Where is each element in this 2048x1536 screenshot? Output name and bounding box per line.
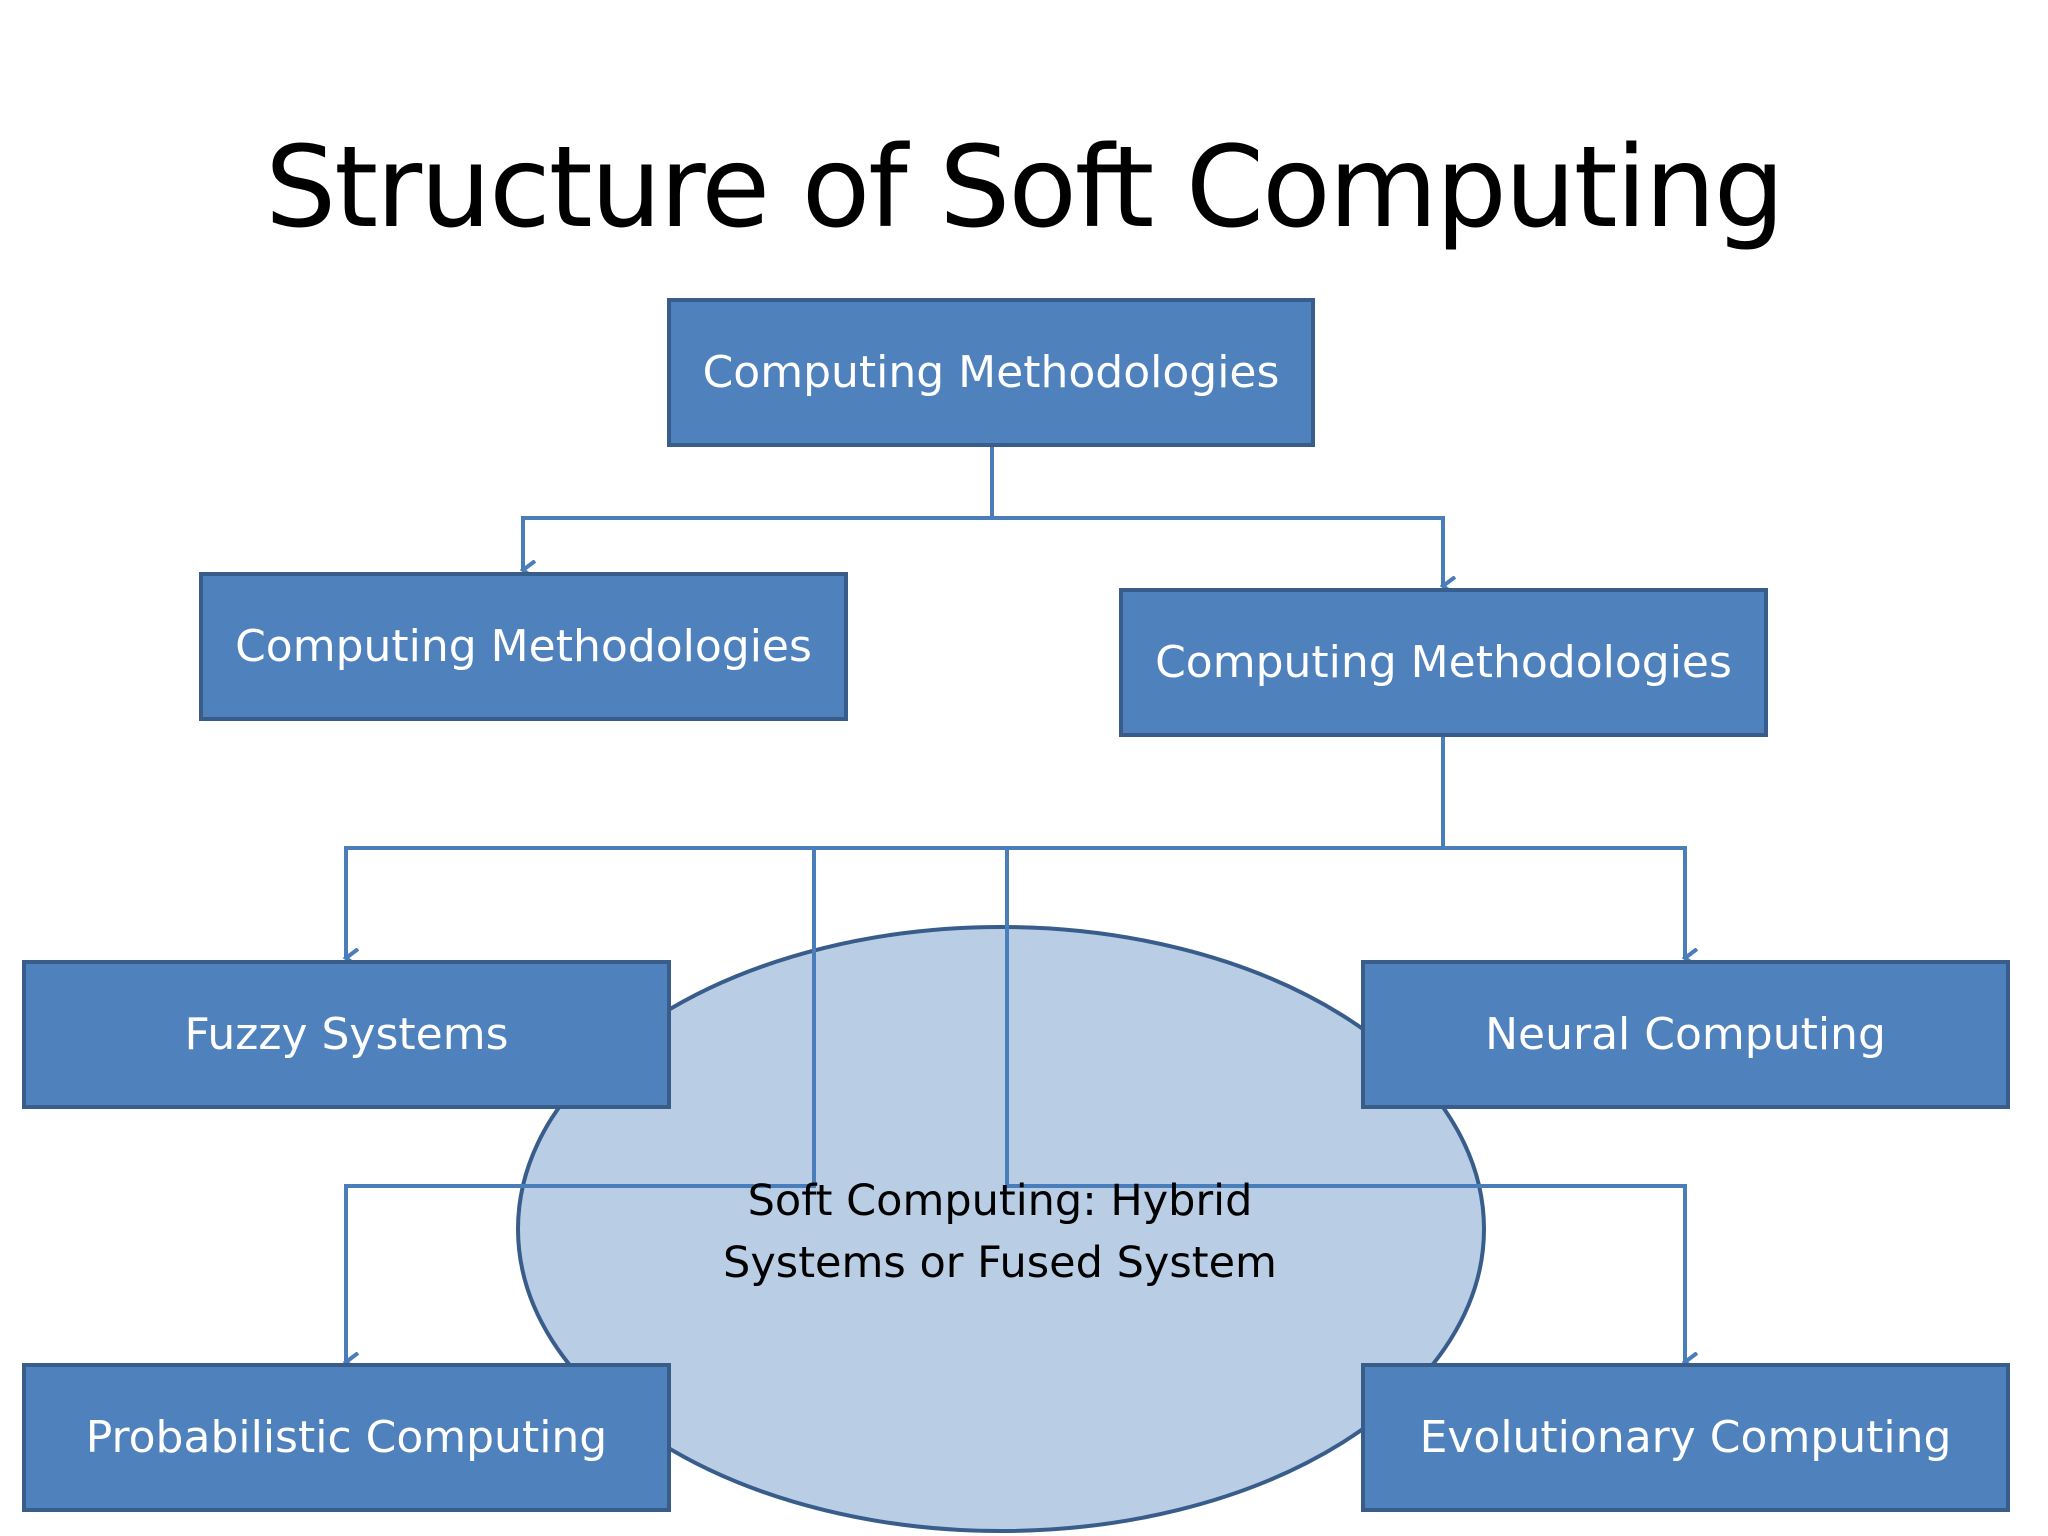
slide-title: Structure of Soft Computing — [265, 123, 1785, 253]
neural-computing-label: Neural Computing — [1485, 1009, 1886, 1060]
top-node: Computing Methodologies — [667, 298, 1315, 447]
connector-to-evolutionary — [1005, 848, 1685, 1362]
fuzzy-systems-label: Fuzzy Systems — [184, 1009, 509, 1060]
neural-computing-node: Neural Computing — [1361, 960, 2010, 1109]
connector-top-to-right — [992, 516, 1443, 586]
hybrid-ellipse — [516, 925, 1486, 1533]
connector-right-to-fuzzy — [346, 736, 1445, 958]
connector-top-to-left — [523, 446, 994, 570]
probabilistic-computing-node: Probabilistic Computing — [22, 1363, 671, 1512]
hybrid-label-line-2: Systems or Fused System — [723, 1238, 1277, 1288]
evolutionary-computing-node: Evolutionary Computing — [1361, 1363, 2010, 1512]
top-node-label: Computing Methodologies — [702, 347, 1280, 398]
left-node: Computing Methodologies — [199, 572, 848, 721]
left-node-label: Computing Methodologies — [235, 621, 812, 672]
probabilistic-computing-label: Probabilistic Computing — [85, 1412, 608, 1463]
fuzzy-systems-node: Fuzzy Systems — [22, 960, 671, 1109]
evolutionary-computing-label: Evolutionary Computing — [1419, 1412, 1952, 1463]
connector-right-to-neural — [1443, 846, 1685, 958]
hybrid-label-line-1: Soft Computing: Hybrid — [747, 1176, 1253, 1226]
connector-to-probabilistic — [346, 848, 816, 1362]
right-node-label: Computing Methodologies — [1155, 637, 1732, 688]
hybrid-label: Soft Computing: Hybrid Systems or Fused … — [700, 1170, 1300, 1294]
right-node: Computing Methodologies — [1119, 588, 1768, 737]
